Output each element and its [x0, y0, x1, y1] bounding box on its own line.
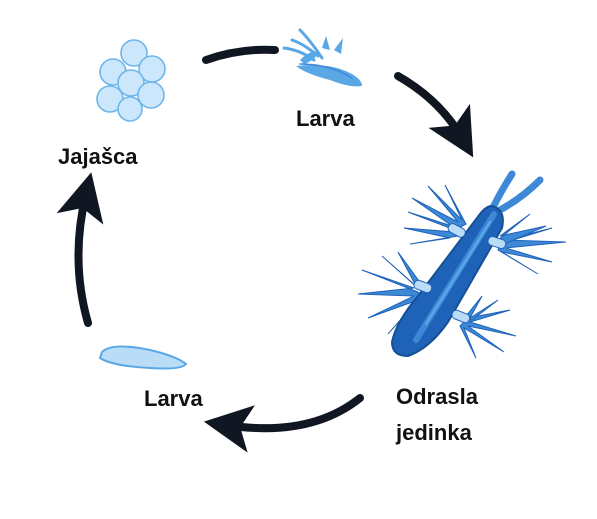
label-larva-top: Larva [296, 106, 355, 131]
cycle-arrows [56, 45, 474, 453]
arrow-eggs-to-larva [202, 45, 279, 64]
larva-icon [282, 28, 362, 87]
arrow-adult-to-larva [203, 394, 364, 453]
sea-slug-icon [357, 170, 567, 359]
arrow-larva-to-eggs [56, 172, 104, 327]
eggs-icon [96, 39, 166, 122]
label-adult-line1: Odrasla [396, 384, 479, 409]
label-larva-bottom: Larva [144, 386, 203, 411]
label-adult-line2: jedinka [395, 420, 473, 445]
label-eggs: Jajašca [58, 144, 138, 169]
larva-juvenile-icon [98, 345, 188, 370]
arrow-larva-to-adult [394, 72, 474, 158]
